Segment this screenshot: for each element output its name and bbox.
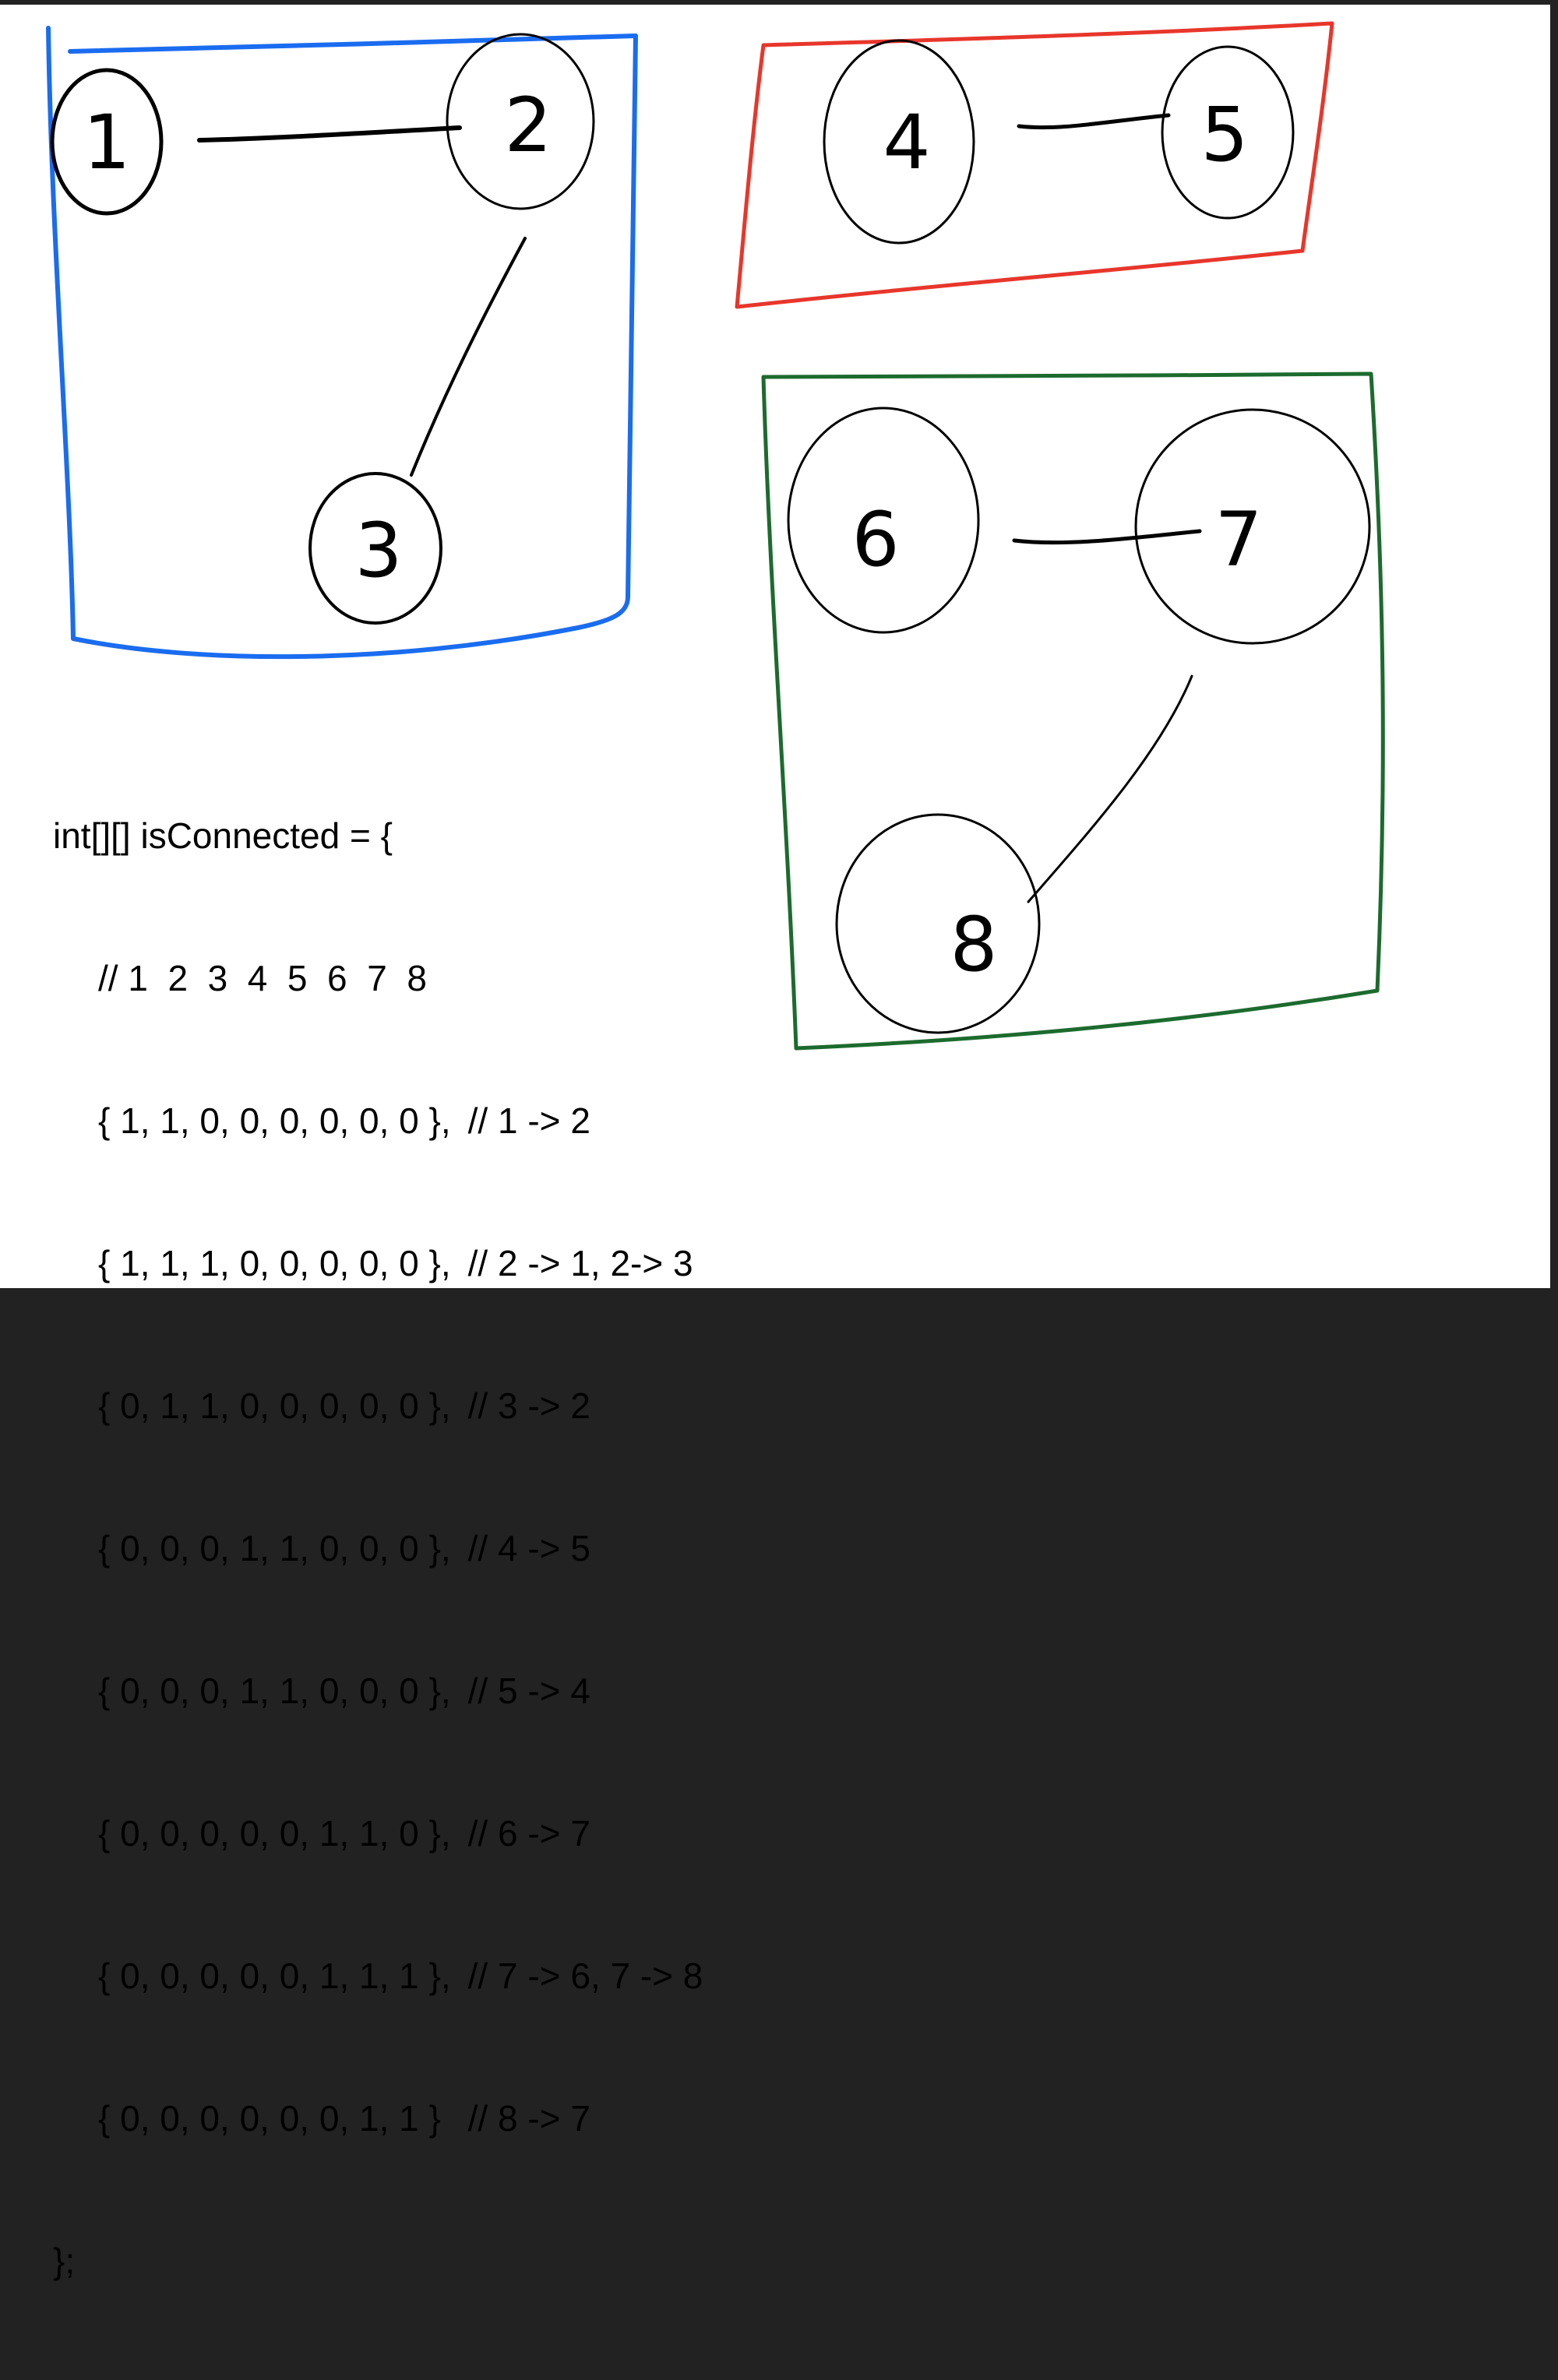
code-row-values: { 0, 1, 1, 0, 0, 0, 0, 0 }, bbox=[98, 1385, 451, 1426]
code-declaration: int[][] isConnected = { bbox=[53, 815, 393, 856]
node-7: 7 bbox=[1134, 408, 1371, 645]
code-row-values: { 0, 0, 0, 0, 0, 1, 1, 0 }, bbox=[98, 1813, 451, 1854]
code-row: { 0, 0, 0, 1, 1, 0, 0, 0 }, // 4 -> 5 bbox=[53, 1525, 703, 1572]
code-row: { 0, 1, 1, 0, 0, 0, 0, 0 }, // 3 -> 2 bbox=[53, 1382, 703, 1430]
node-5: 5 bbox=[1161, 45, 1295, 220]
code-row: { 1, 1, 0, 0, 0, 0, 0, 0 }, // 1 -> 2 bbox=[53, 1097, 703, 1145]
edge-4-5 bbox=[1017, 113, 1171, 130]
code-row-comment: // 2 -> 1, 2-> 3 bbox=[467, 1243, 693, 1283]
code-row: { 0, 0, 0, 0, 0, 1, 1, 0 }, // 6 -> 7 bbox=[53, 1810, 703, 1857]
code-row-values: { 0, 0, 0, 0, 0, 0, 1, 1 } bbox=[98, 2098, 441, 2139]
code-row-values: { 1, 1, 1, 0, 0, 0, 0, 0 }, bbox=[98, 1243, 451, 1283]
code-row-comment: // 7 -> 6, 7 -> 8 bbox=[467, 1956, 703, 1996]
component-box-3 bbox=[761, 371, 1385, 1051]
node-label-5: 5 bbox=[1200, 91, 1248, 178]
graph-diagram: 1 2 3 4 5 6 7 8 bbox=[46, 21, 1385, 1051]
node-label-1: 1 bbox=[83, 99, 130, 186]
node-label-4: 4 bbox=[883, 99, 930, 186]
edge-2-3 bbox=[410, 237, 527, 477]
node-2: 2 bbox=[446, 33, 595, 210]
node-label-7: 7 bbox=[1214, 496, 1262, 583]
adjacency-matrix-code: int[][] isConnected = { // 1 2 3 4 5 6 7… bbox=[53, 717, 703, 2380]
edge-6-7 bbox=[1012, 529, 1202, 545]
code-row-comment: // 6 -> 7 bbox=[467, 1813, 590, 1854]
code-row: { 0, 0, 0, 0, 0, 1, 1, 1 }, // 7 -> 6, 7 … bbox=[53, 1952, 703, 2000]
code-row-comment: // 1 -> 2 bbox=[467, 1100, 590, 1141]
component-box-1 bbox=[46, 26, 638, 660]
whiteboard-canvas: 1 2 3 4 5 6 7 8 int[][] bbox=[0, 5, 1550, 2281]
code-row: { 0, 0, 0, 0, 0, 0, 1, 1 } // 8 -> 7 bbox=[53, 2095, 703, 2142]
code-closing: }; bbox=[53, 2241, 76, 2281]
code-row: { 0, 0, 0, 1, 1, 0, 0, 0 }, // 5 -> 4 bbox=[53, 1667, 703, 1715]
code-row-comment: // 3 -> 2 bbox=[467, 1385, 590, 1426]
node-label-6: 6 bbox=[851, 496, 899, 583]
edge-7-8 bbox=[1027, 674, 1193, 903]
code-row-values: { 0, 0, 0, 0, 0, 1, 1, 1 }, bbox=[98, 1956, 451, 1996]
code-row-comment: // 5 -> 4 bbox=[467, 1671, 590, 1711]
edge-1-2 bbox=[197, 125, 462, 143]
node-1: 1 bbox=[50, 68, 164, 216]
node-label-3: 3 bbox=[354, 507, 402, 594]
code-header-comment: // 1 2 3 4 5 6 7 8 bbox=[98, 958, 427, 998]
node-6: 6 bbox=[787, 407, 980, 634]
code-row-comment: // 4 -> 5 bbox=[467, 1528, 590, 1568]
code-row-values: { 0, 0, 0, 1, 1, 0, 0, 0 }, bbox=[98, 1528, 451, 1568]
code-row: { 1, 1, 1, 0, 0, 0, 0, 0 }, // 2 -> 1, 2-… bbox=[53, 1240, 703, 1287]
code-row-values: { 1, 1, 0, 0, 0, 0, 0, 0 }, bbox=[98, 1100, 451, 1141]
code-row-values: { 0, 0, 0, 1, 1, 0, 0, 0 }, bbox=[98, 1671, 451, 1711]
component-box-2 bbox=[735, 21, 1334, 309]
node-8: 8 bbox=[835, 813, 1041, 1034]
code-row-comment: // 8 -> 7 bbox=[457, 2098, 590, 2139]
node-label-2: 2 bbox=[504, 82, 552, 169]
node-4: 4 bbox=[823, 39, 975, 245]
node-3: 3 bbox=[308, 472, 442, 625]
node-label-8: 8 bbox=[950, 901, 997, 988]
